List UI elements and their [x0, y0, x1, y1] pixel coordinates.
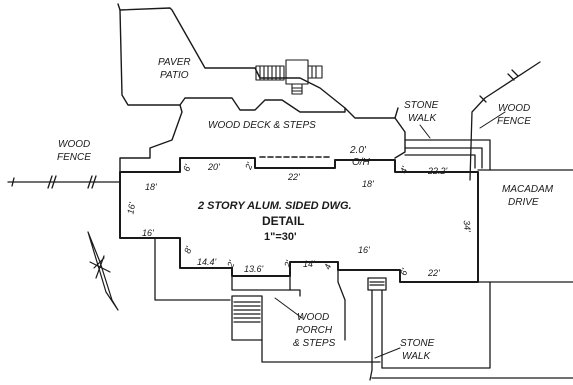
stone-walk-top [404, 139, 491, 171]
dim-4a: 4' [398, 165, 410, 175]
macadam-drive-label-1: MACADAM [502, 184, 554, 195]
overhang-label-2: O/H [352, 157, 371, 168]
leader-lines [274, 111, 506, 359]
patio-steps [255, 59, 323, 95]
house-label: 2 STORY ALUM. SIDED DWG. [197, 200, 352, 212]
porch-and-walk-bottom [154, 237, 381, 363]
dim-14: 14' [303, 259, 315, 269]
dim-2a: 2' [225, 259, 237, 270]
wood-porch-label-1: WOOD [297, 312, 329, 323]
scale-label: 1"=30' [264, 231, 297, 243]
right-fence [469, 61, 541, 181]
dim-6b: 6' [398, 267, 410, 277]
dim-22-2: 22.2' [427, 166, 448, 176]
dimension-labels: 20' 6' 2' 22' 18' 18' 4' 22.2' 16' 16' 3… [125, 161, 472, 278]
dim-16-bottom: 16' [358, 245, 370, 255]
dim-13-6: 13.6' [244, 264, 264, 274]
north-arrow-icon [87, 231, 119, 311]
dim-4b: 4' [322, 261, 334, 271]
house-labels: 2 STORY ALUM. SIDED DWG. DETAIL 1"=30' [197, 200, 352, 243]
labels: PAVER PATIO WOOD DECK & STEPS STONE WALK… [57, 57, 554, 362]
dim-14-4: 14.4' [197, 257, 217, 267]
paver-patio-label-1: PAVER [158, 57, 191, 68]
dim-16-side: 16' [125, 201, 137, 215]
detail-label: DETAIL [262, 214, 304, 228]
stone-walk-bottom-label-2: WALK [402, 351, 431, 362]
macadam-drive-edges [477, 169, 573, 283]
paver-patio-outline [117, 3, 346, 113]
overhang-label-1: 2.0' [349, 145, 367, 156]
dim-16-left: 16' [142, 228, 154, 238]
wood-porch-label-2: PORCH [296, 325, 333, 336]
dim-2b: 2' [282, 259, 294, 270]
dim-22-bottom: 22' [427, 268, 440, 278]
stone-walk-top-label-2: WALK [408, 113, 437, 124]
wood-fence-right-label-1: WOOD [498, 103, 530, 114]
dim-18-left: 18' [145, 182, 157, 192]
stone-walk-bottom [367, 277, 573, 381]
dim-18-top: 18' [362, 179, 374, 189]
dim-20: 20' [207, 162, 220, 172]
wood-deck-label: WOOD DECK & STEPS [208, 120, 316, 131]
wood-fence-left-label-1: WOOD [58, 139, 90, 150]
left-fence [7, 175, 121, 189]
dim-22-top: 22' [287, 172, 300, 182]
wood-fence-left-label-2: FENCE [57, 152, 91, 163]
wood-porch-label-3: & STEPS [293, 338, 336, 349]
dim-6a: 6' [181, 163, 193, 173]
stone-walk-top-label-1: STONE [404, 100, 439, 111]
wood-deck-outline [119, 104, 406, 173]
stone-walk-bottom-label-1: STONE [400, 338, 435, 349]
paver-patio-label-2: PATIO [160, 70, 189, 81]
dim-34: 34' [462, 220, 473, 233]
wood-fence-right-label-2: FENCE [497, 116, 531, 127]
house-outline [119, 157, 479, 283]
dim-2-top: 2' [243, 161, 255, 172]
dim-8: 8' [182, 245, 194, 255]
macadam-drive-label-2: DRIVE [508, 197, 539, 208]
